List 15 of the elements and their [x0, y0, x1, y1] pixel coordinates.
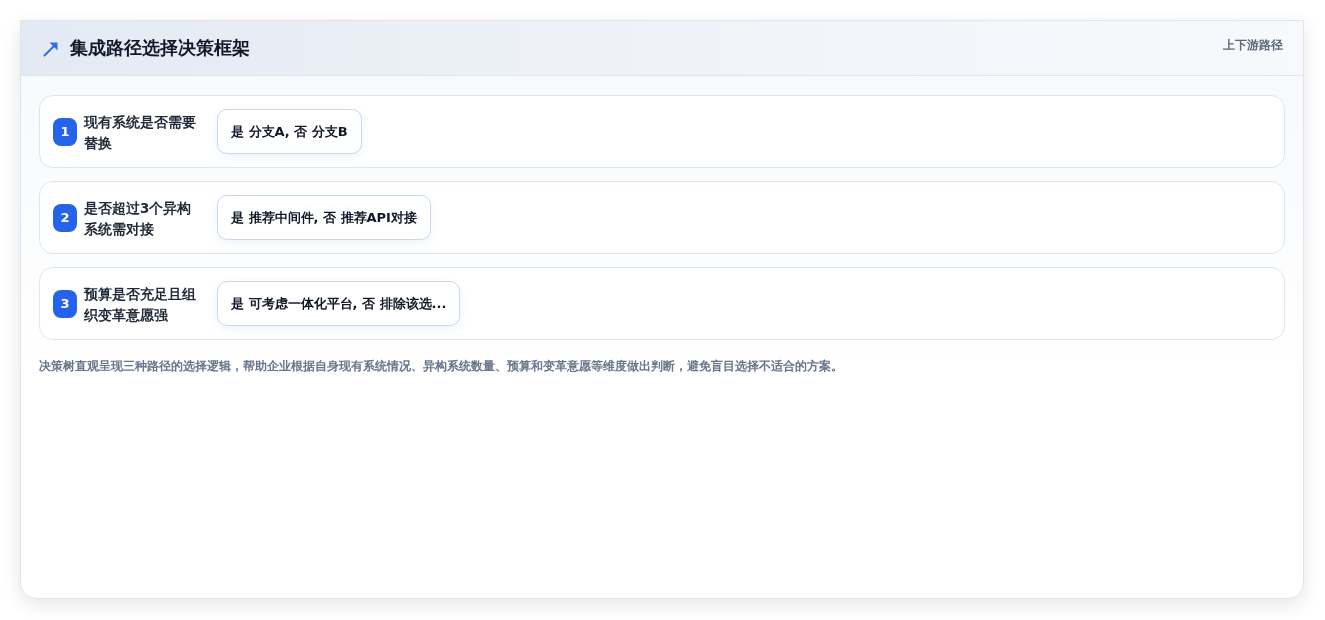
question-row-panel: [39, 95, 1285, 168]
step-number-badge: 1: [53, 118, 77, 146]
answer-card: 是 推荐中间件, 否 推荐API对接: [217, 195, 431, 240]
caption-text: 决策树直观呈现三种路径的选择逻辑，帮助企业根据自身现有系统情况、异构系统数量、预算和变革意愿等维度做出判断，避免盲目选择不适合的方案。: [39, 358, 843, 375]
answer-card: 是 分支A, 否 分支B: [217, 109, 362, 154]
question-row-panel: [39, 267, 1285, 340]
header-tag-text: 上下游路径: [1223, 37, 1283, 54]
answer-card: 是 可考虑一体化平台, 否 排除该选...: [217, 281, 461, 326]
question-text: 是否超过3个异构系统需对接: [84, 199, 193, 239]
question-row-panel: [39, 181, 1285, 254]
step-number-badge: 3: [53, 290, 77, 318]
card-title: 集成路径选择决策框架: [70, 36, 250, 60]
step-number-badge: 2: [53, 204, 77, 232]
question-text: 现有系统是否需要替换: [84, 113, 197, 153]
question-text: 预算是否充足且组织变革意愿强: [84, 285, 197, 325]
